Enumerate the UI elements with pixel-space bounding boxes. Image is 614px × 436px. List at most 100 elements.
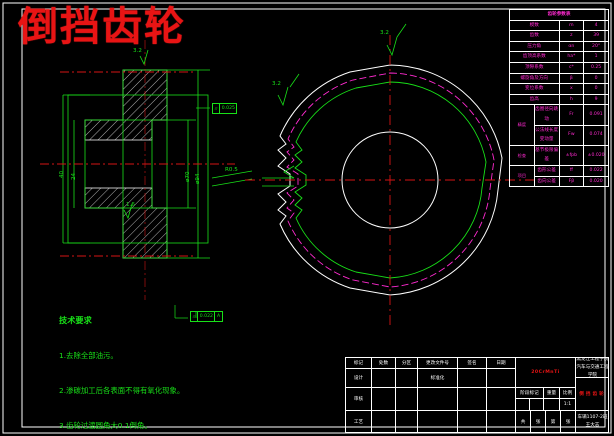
param-symbol: ha* — [558, 51, 585, 63]
tb-sheet-no-label: 第 — [546, 411, 561, 433]
param-value: 0.020 — [583, 175, 609, 188]
tb-weight-value — [544, 399, 560, 411]
param-symbol: m — [558, 19, 585, 32]
tb-sheet-total-label: 共 — [516, 411, 531, 433]
param-symbol: αn — [558, 40, 585, 53]
tb-part-name: 倒挡齿轮 — [576, 378, 609, 411]
tb-review-extra — [418, 388, 458, 411]
title-block: 标记 处数 分区 更改文件号 签名 日期 设计 标准化 审核 工艺 20CrMn… — [345, 357, 609, 433]
gdt-frame-upper: ⌭ 0.025 — [212, 103, 238, 114]
tb-stage-b — [530, 399, 544, 411]
param-value: 39 — [583, 30, 609, 42]
gdt-frame-lower: ⌭ 0.022 A — [190, 311, 223, 322]
dimension-dia-94: ø94 — [195, 173, 201, 184]
tb-material: 20CrMnTi — [516, 358, 576, 388]
param-group: 检查 — [509, 144, 535, 166]
tb-label-sign: 签名 — [458, 358, 487, 369]
param-value: 0.074 — [583, 124, 609, 146]
tech-req-item: 2.渗碳加工后各表面不得有氧化现象。 — [59, 385, 185, 395]
param-table-title: 齿轮参数表 — [509, 9, 609, 21]
param-value: 0.091 — [583, 104, 609, 126]
param-name: 模数 — [509, 19, 560, 32]
param-value: 20° — [583, 40, 609, 53]
param-value: 0 — [583, 83, 609, 95]
tb-process-extra — [418, 411, 458, 433]
tb-student-class: 车辆1107-2班 — [577, 415, 608, 420]
section-view-geometry — [40, 40, 253, 319]
param-name: 变位系数 — [509, 83, 560, 95]
param-name: 齿圈径向跳动 — [533, 104, 560, 126]
dimension-width-40: 40 — [59, 170, 65, 178]
tb-process-date — [396, 411, 418, 433]
front-view-surface-mark-left: 3.2 — [272, 81, 281, 87]
tb-design-date — [396, 369, 418, 388]
gdt-datum-lower: A — [216, 314, 221, 319]
tb-scale-value: 1:1 — [560, 399, 576, 411]
tb-label-changeno: 更改文件号 — [418, 358, 458, 369]
tb-label-weight: 重量 — [544, 388, 560, 399]
tb-review-sign — [372, 388, 396, 411]
tb-design-sign — [372, 369, 396, 388]
param-group: 精度 — [509, 104, 535, 146]
technical-requirements-heading: 技术要求 — [59, 315, 92, 326]
param-symbol: h — [558, 93, 585, 106]
param-name: 齿形公差 — [533, 164, 560, 177]
surface-finish-value-32: 3.2 — [133, 48, 142, 54]
tb-label-mark: 标记 — [346, 358, 372, 369]
tb-label-zone: 分区 — [396, 358, 418, 369]
param-symbol: ff — [558, 164, 585, 177]
gdt-symbol-upper: ⌭ — [213, 104, 221, 113]
tb-label-stage: 阶段标记 — [516, 388, 544, 399]
tb-stage-a — [516, 399, 530, 411]
param-row: 检查基节极限偏差±fpb±0.020 — [509, 144, 609, 166]
param-table-title-row: 齿轮参数表 — [509, 9, 609, 21]
param-value: 9 — [583, 93, 609, 106]
dimension-width-24: 24 — [71, 172, 77, 180]
param-symbol: Fw — [558, 124, 585, 146]
gdt-symbol-lower: ⌭ — [191, 312, 199, 321]
tb-review-c5 — [458, 388, 487, 411]
tb-process-c6 — [487, 411, 516, 433]
front-view-surface-mark-top: 3.2 — [380, 30, 389, 36]
gdt-tolerance-lower: 0.022 — [198, 312, 216, 321]
tb-student: 车辆1107-2班 王大志 — [576, 411, 609, 433]
param-name: 齿高 — [509, 93, 560, 106]
drawing-title: 倒挡齿轮 — [18, 4, 186, 50]
param-symbol: Fβ — [558, 175, 585, 188]
tb-student-name: 王大志 — [585, 423, 600, 428]
param-symbol: z — [558, 30, 585, 42]
param-value: 0.25 — [583, 61, 609, 74]
tb-sheet-no-unit: 张 — [561, 411, 576, 433]
param-value: 4 — [583, 19, 609, 32]
tb-std-sign — [458, 369, 487, 388]
datum-feature-a — [174, 305, 188, 319]
tb-label-design: 设计 — [346, 369, 372, 388]
tb-label-standardize: 标准化 — [418, 369, 458, 388]
param-group: 项目 — [509, 164, 535, 188]
tb-review-date — [396, 388, 418, 411]
tb-label-count: 处数 — [372, 358, 396, 369]
param-symbol: c* — [558, 61, 585, 74]
surface-finish-marks — [123, 49, 149, 220]
tech-req-item: 3.齿轮过渡圆角大0.1倒角。 — [59, 420, 152, 430]
dimension-dia-70: ø70 — [185, 171, 191, 182]
param-symbol: ±fpb — [558, 144, 585, 166]
tb-process-sign — [372, 411, 396, 433]
param-value: 0 — [583, 72, 609, 85]
tb-school-line1: 黑龙江工程学院 — [576, 358, 609, 362]
param-value: 0.022 — [583, 164, 609, 177]
